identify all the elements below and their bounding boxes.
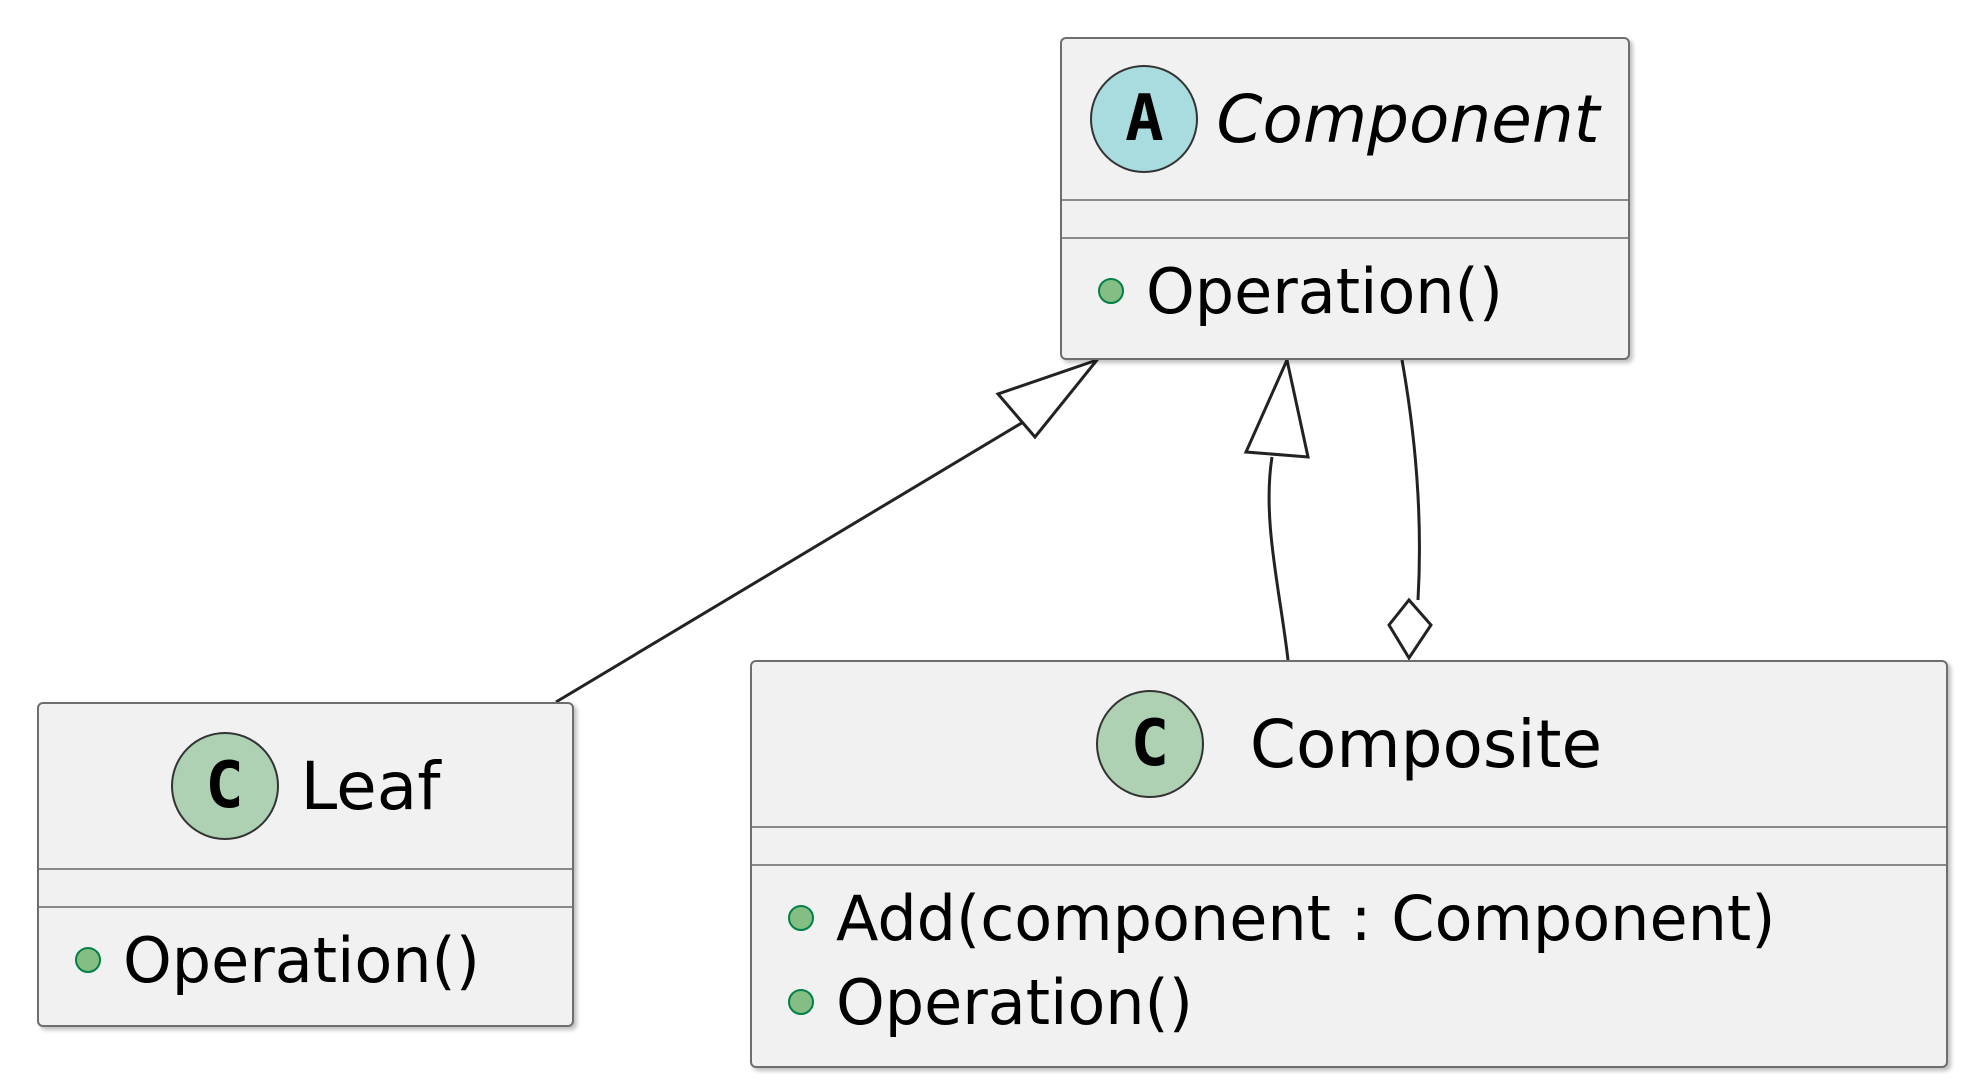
class-leaf-fields <box>39 870 572 908</box>
public-visibility-icon <box>788 905 814 931</box>
method-item: Operation() <box>75 918 572 1002</box>
class-composite-name: Composite <box>1249 705 1603 783</box>
class-component-name: Component <box>1216 80 1600 158</box>
public-visibility-icon <box>75 947 101 973</box>
method-signature: Operation() <box>1146 254 1503 328</box>
method-item: Operation() <box>788 960 1946 1044</box>
aggregation-line <box>1400 359 1421 601</box>
composite-generalization-line <box>1267 456 1290 661</box>
class-composite-header: C Composite <box>752 662 1946 828</box>
class-composite-fields <box>752 828 1946 866</box>
class-leaf-name: Leaf <box>300 747 441 825</box>
class-icon-letter: C <box>1130 707 1170 781</box>
class-leaf-header: C Leaf <box>39 704 572 870</box>
method-signature: Operation() <box>123 923 480 997</box>
public-visibility-icon <box>1098 278 1124 304</box>
class-icon-letter: C <box>205 749 244 823</box>
class-component-fields <box>1062 201 1628 239</box>
class-leaf[interactable]: C Leaf Operation() <box>37 702 574 1027</box>
class-icon: C <box>1095 690 1204 798</box>
public-visibility-icon <box>788 989 814 1015</box>
abstract-class-icon: A <box>1090 65 1199 173</box>
class-composite[interactable]: C Composite Add(component : Component) O… <box>750 660 1948 1068</box>
class-leaf-methods: Operation() <box>39 908 572 1002</box>
class-component-header: A Component <box>1062 39 1628 201</box>
aggregation-diamond <box>1387 597 1433 661</box>
method-signature: Operation() <box>836 965 1193 1039</box>
class-component[interactable]: A Component Operation() <box>1060 37 1630 360</box>
class-component-methods: Operation() <box>1062 239 1628 333</box>
abstract-class-icon-letter: A <box>1125 82 1164 156</box>
composite-generalization-arrowhead <box>1243 355 1310 459</box>
method-item: Operation() <box>1098 249 1628 333</box>
leaf-generalization-line <box>555 413 1036 704</box>
method-signature: Add(component : Component) <box>836 881 1776 955</box>
leaf-generalization-arrowhead <box>995 356 1102 440</box>
method-item: Add(component : Component) <box>788 876 1946 960</box>
class-composite-methods: Add(component : Component) Operation() <box>752 866 1946 1044</box>
class-icon: C <box>170 732 279 840</box>
